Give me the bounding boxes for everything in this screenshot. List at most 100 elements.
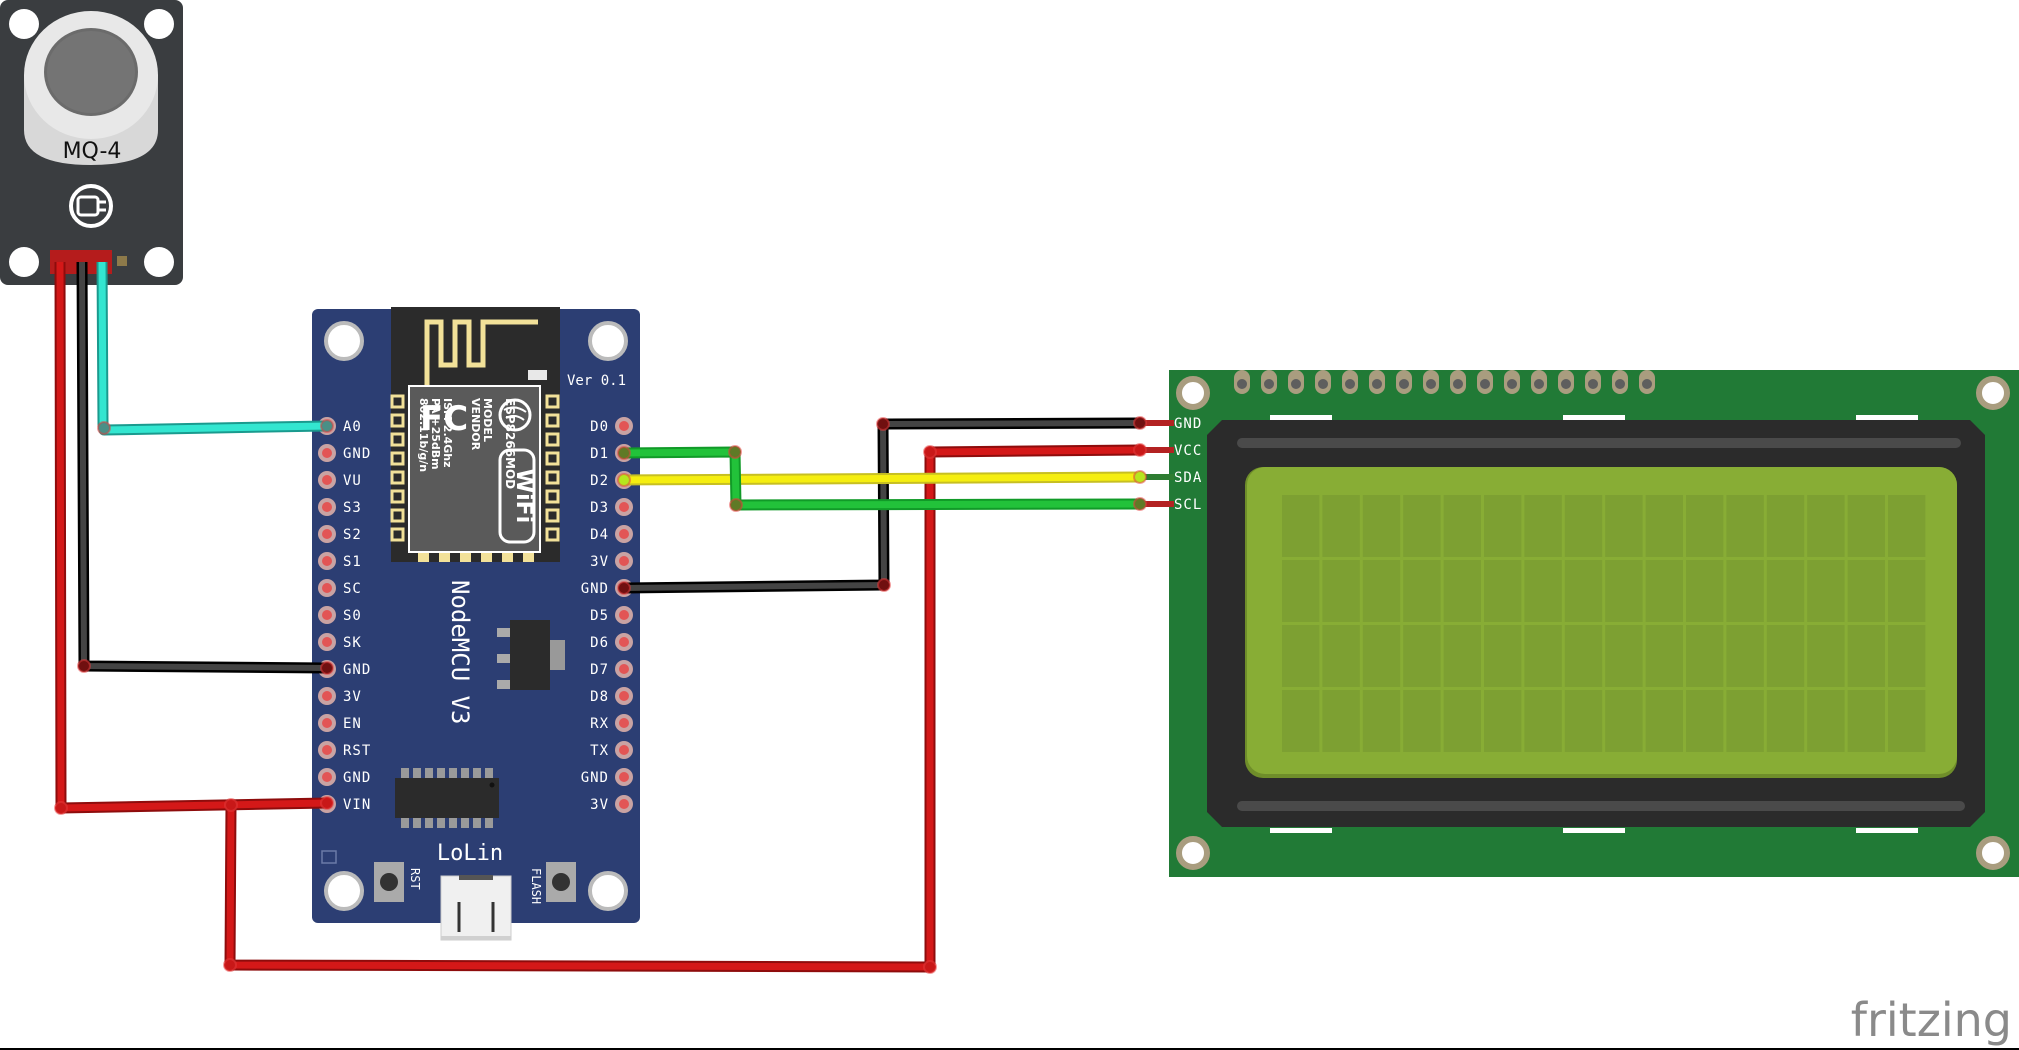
pin-left-gnd[interactable]: GND: [318, 768, 371, 786]
pin-left-vu[interactable]: VU: [318, 471, 362, 489]
wire-bendpoint[interactable]: [1133, 443, 1147, 457]
lcd-header-pin[interactable]: [1477, 370, 1493, 394]
lcd-header-pin[interactable]: [1612, 370, 1628, 394]
lcd-cell: [1726, 560, 1764, 622]
lcd-pin-sda[interactable]: SDA: [1140, 470, 1202, 486]
wire-bendpoint[interactable]: [77, 659, 91, 673]
pin-left-s0[interactable]: S0: [318, 606, 362, 624]
nodemcu-mount-hole: [324, 871, 364, 911]
pin-left-rst[interactable]: RST: [318, 741, 371, 759]
pin-left-3v[interactable]: 3V: [318, 687, 362, 705]
wire-mq4-ao-to-a0[interactable]: [96, 261, 328, 436]
wire-bendpoint[interactable]: [923, 960, 937, 974]
lcd-header-pin[interactable]: [1315, 370, 1331, 394]
wire-bendpoint[interactable]: [320, 419, 334, 433]
lcd-header-pin[interactable]: [1261, 370, 1277, 394]
esp-pad: [390, 508, 405, 523]
wire-bendpoint[interactable]: [224, 798, 238, 812]
pin-right-d6[interactable]: D6: [590, 633, 633, 651]
pin-label: D3: [590, 500, 609, 516]
pin-right-d4[interactable]: D4: [590, 525, 633, 543]
lcd-module[interactable]: GND VCC SDA SCL: [1140, 370, 2019, 877]
esp-pad: [390, 394, 405, 409]
wire-bendpoint[interactable]: [617, 581, 631, 595]
wire-bendpoint[interactable]: [617, 446, 631, 460]
wire-bendpoint[interactable]: [1133, 497, 1147, 511]
flash-button[interactable]: [546, 862, 576, 902]
lcd-pin-vcc[interactable]: VCC: [1140, 443, 1202, 459]
wire-bendpoint[interactable]: [729, 498, 743, 512]
esp-chip-name: ESP8266MOD: [503, 398, 517, 489]
lcd-pin-label: SCL: [1174, 497, 1202, 513]
lcd-header-pin[interactable]: [1585, 370, 1601, 394]
lcd-header-pin[interactable]: [1558, 370, 1574, 394]
svg-text:WiFi: WiFi: [511, 469, 536, 523]
pin-right-3v[interactable]: 3V: [590, 552, 633, 570]
wire-bendpoint[interactable]: [54, 801, 68, 815]
nodemcu-board[interactable]: MODEL VENDOR ESP8266MOD ISM 2.4Ghz PA +2…: [312, 307, 640, 941]
reset-button[interactable]: [374, 862, 404, 902]
lcd-header-pin[interactable]: [1504, 370, 1520, 394]
lcd-header-pin[interactable]: [1531, 370, 1547, 394]
wire-bendpoint[interactable]: [728, 445, 742, 459]
pin-right-d0[interactable]: D0: [590, 417, 633, 435]
wire-bendpoint[interactable]: [923, 445, 937, 459]
lcd-cell: [1807, 495, 1845, 557]
pin-right-3v[interactable]: 3V: [590, 795, 633, 813]
wire-bendpoint[interactable]: [1133, 470, 1147, 484]
lcd-pin-gnd[interactable]: GND: [1140, 416, 1202, 432]
pin-left-sk[interactable]: SK: [318, 633, 362, 651]
esp-vendor-line: VENDOR: [469, 398, 482, 451]
micro-usb-port[interactable]: [440, 875, 512, 941]
pin-right-gnd[interactable]: GND: [581, 768, 633, 786]
wire-mq4-gnd-to-gnd[interactable]: [76, 261, 328, 674]
pin-left-gnd[interactable]: GND: [318, 444, 371, 462]
pin-right-d8[interactable]: D8: [590, 687, 633, 705]
lcd-mount-hole: [1176, 836, 1210, 870]
wire-bendpoint[interactable]: [877, 578, 891, 592]
pin-label: D6: [590, 635, 609, 651]
pin-left-sc[interactable]: SC: [318, 579, 362, 597]
lcd-header-pin[interactable]: [1342, 370, 1358, 394]
wire-bendpoint[interactable]: [223, 958, 237, 972]
esp-pad: [545, 470, 560, 485]
wire-bendpoint[interactable]: [320, 796, 334, 810]
pin-right-d3[interactable]: D3: [590, 498, 633, 516]
wire-bendpoint[interactable]: [97, 421, 111, 435]
esp-pad: [390, 527, 405, 542]
lcd-header-pin[interactable]: [1423, 370, 1439, 394]
pin-left-s3[interactable]: S3: [318, 498, 362, 516]
lcd-header-pin[interactable]: [1396, 370, 1412, 394]
pin-left-en[interactable]: EN: [318, 714, 362, 732]
pin-right-d5[interactable]: D5: [590, 606, 633, 624]
board-version: Ver 0.1: [567, 373, 626, 389]
pin-right-d7[interactable]: D7: [590, 660, 633, 678]
mq4-pin-do[interactable]: [117, 256, 127, 266]
wire-bendpoint[interactable]: [320, 661, 334, 675]
pin-left-s1[interactable]: S1: [318, 552, 362, 570]
pin-right-tx[interactable]: TX: [590, 741, 633, 759]
wire-bendpoint[interactable]: [876, 417, 890, 431]
lcd-cell: [1282, 690, 1320, 752]
wire-bendpoint[interactable]: [1133, 416, 1147, 430]
lcd-cell: [1686, 560, 1724, 622]
lcd-header-pin[interactable]: [1288, 370, 1304, 394]
pin-right-rx[interactable]: RX: [590, 714, 633, 732]
pin-label: GND: [581, 581, 609, 597]
lcd-header-pin[interactable]: [1639, 370, 1655, 394]
lcd-header-pin[interactable]: [1369, 370, 1385, 394]
lcd-header-pin[interactable]: [1450, 370, 1466, 394]
pin-left-s2[interactable]: S2: [318, 525, 362, 543]
mq4-sensor[interactable]: MQ-4: [0, 0, 183, 285]
lcd-cell: [1362, 625, 1401, 687]
esp-pad: [390, 489, 405, 504]
pin-label: S3: [343, 500, 362, 516]
wire-bendpoint[interactable]: [617, 473, 631, 487]
fritzing-logo: fritzing: [1851, 993, 2012, 1047]
lcd-cell: [1888, 495, 1926, 557]
lcd-header-pin[interactable]: [1234, 370, 1250, 394]
esp-pad: [390, 432, 405, 447]
lcd-pin-scl[interactable]: SCL: [1140, 497, 1202, 513]
lcd-cell: [1847, 690, 1885, 752]
